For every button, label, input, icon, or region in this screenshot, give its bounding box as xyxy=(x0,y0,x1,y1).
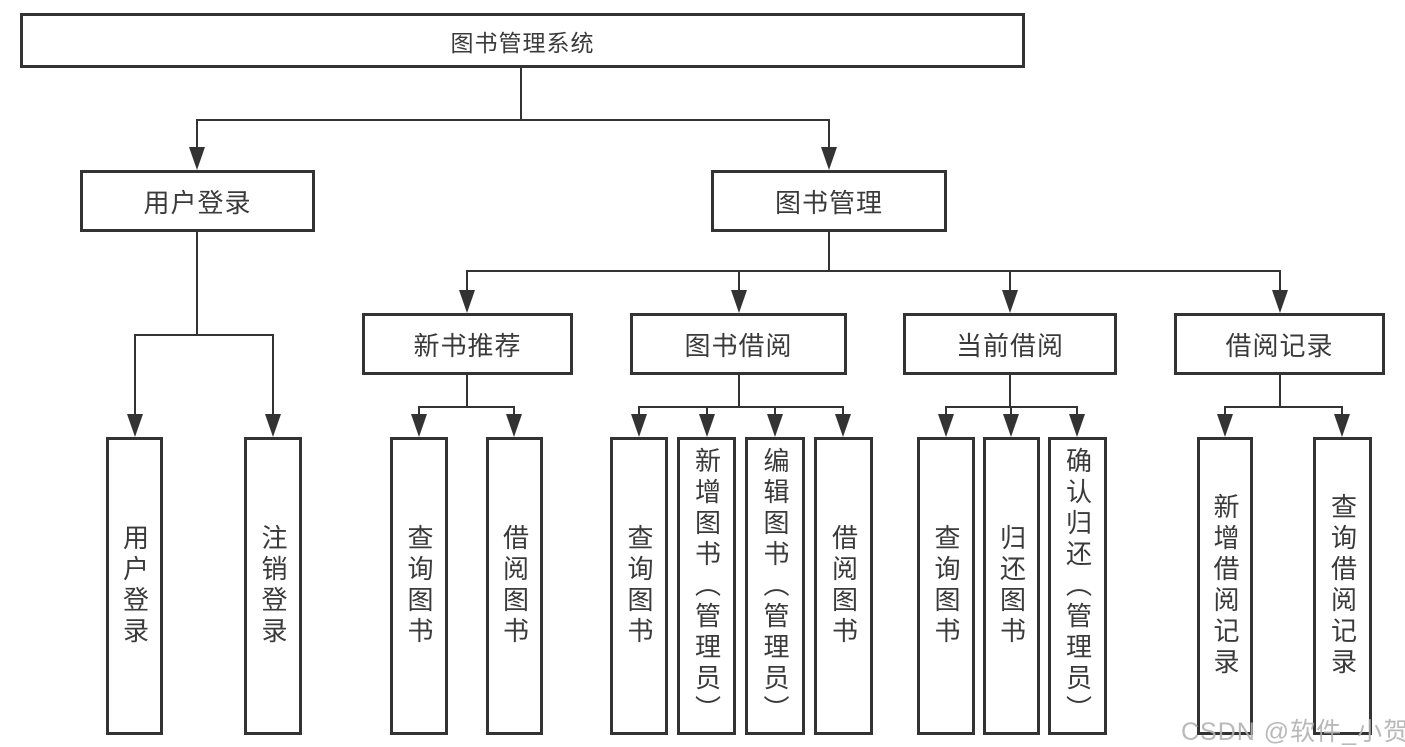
node-leaf-add-borrow-record: 新增借阅记录 xyxy=(1197,437,1253,735)
connector-line xyxy=(1223,407,1227,419)
node-leaf-return-books: 归还图书 xyxy=(983,437,1040,735)
connector-arrowhead xyxy=(1216,414,1233,437)
node-new-book-recommend: 新书推荐 xyxy=(362,313,573,375)
node-book-management: 图书管理 xyxy=(711,170,947,232)
connector-arrowhead xyxy=(1002,414,1019,437)
connector-line xyxy=(637,405,845,409)
leaf-label: 用户登录 xyxy=(119,524,150,648)
node-book-borrow: 图书借阅 xyxy=(630,313,847,375)
connector-arrowhead xyxy=(730,290,747,313)
connector-arrowhead xyxy=(698,414,715,437)
node-user-login: 用户登录 xyxy=(80,170,315,232)
connector-line xyxy=(737,375,741,409)
node-current-borrow: 当前借阅 xyxy=(903,313,1117,375)
connector-line xyxy=(827,120,831,152)
leaf-label: 借阅图书 xyxy=(499,524,530,648)
connector-line xyxy=(1075,407,1079,419)
connector-line xyxy=(1008,271,1012,295)
connector-line xyxy=(417,407,421,419)
node-leaf-user-login: 用户登录 xyxy=(106,437,163,735)
connector-arrowhead xyxy=(126,414,143,437)
connector-arrowhead xyxy=(937,414,954,437)
connector-arrowhead xyxy=(820,147,837,170)
connector-line xyxy=(195,120,199,152)
connector-line xyxy=(637,407,641,419)
connector-arrowhead xyxy=(766,414,783,437)
connector-line xyxy=(417,405,516,409)
connector-arrowhead xyxy=(630,414,647,437)
leaf-label: 查询图书 xyxy=(404,524,434,648)
leaf-label: 新增借阅记录 xyxy=(1210,493,1240,679)
node-leaf-borrow-books: 借阅图书 xyxy=(486,437,543,735)
connector-arrowhead xyxy=(834,414,851,437)
connector-line xyxy=(1223,405,1344,409)
connector-line xyxy=(195,118,831,122)
leaf-label: 查询借阅记录 xyxy=(1327,493,1358,679)
connector-arrowhead xyxy=(410,414,427,437)
leaf-label: 查询图书 xyxy=(624,524,654,648)
node-leaf-logout: 注销登录 xyxy=(244,437,302,735)
node-leaf-query-books-2: 查询图书 xyxy=(610,437,668,735)
leaf-label: 借阅图书 xyxy=(828,524,859,648)
connector-arrowhead xyxy=(1333,414,1350,437)
connector-line xyxy=(519,68,523,122)
connector-line xyxy=(1278,375,1282,409)
connector-line xyxy=(827,232,831,273)
leaf-label: 查询图书 xyxy=(931,524,961,648)
node-leaf-query-books: 查询图书 xyxy=(390,437,448,735)
connector-arrowhead xyxy=(264,414,281,437)
connector-arrowhead xyxy=(505,414,522,437)
connector-line xyxy=(1009,407,1013,419)
node-root-system: 图书管理系统 xyxy=(20,13,1025,68)
connector-line xyxy=(705,407,709,419)
connector-line xyxy=(195,232,199,337)
leaf-label: 新增图书（管理员） xyxy=(691,446,722,726)
node-leaf-add-books-admin: 新增图书（管理员） xyxy=(677,437,736,735)
connector-line xyxy=(465,271,469,295)
connector-line xyxy=(841,407,845,419)
connector-line xyxy=(773,407,777,419)
node-leaf-query-books-3: 查询图书 xyxy=(917,437,975,735)
connector-line xyxy=(1008,375,1012,409)
connector-line xyxy=(133,333,275,337)
connector-line xyxy=(465,269,1282,273)
watermark: CSDN @软件_小贺同学 xyxy=(1181,718,1405,746)
leaf-label: 编辑图书（管理员） xyxy=(760,446,790,726)
connector-line xyxy=(133,335,137,419)
connector-arrowhead xyxy=(1068,414,1085,437)
leaf-label: 归还图书 xyxy=(996,524,1027,648)
node-borrow-record: 借阅记录 xyxy=(1174,313,1385,375)
connector-line xyxy=(1278,271,1282,295)
leaf-label: 注销登录 xyxy=(258,524,288,648)
node-leaf-confirm-return-admin: 确认归还（管理员） xyxy=(1048,437,1107,735)
connector-arrowhead xyxy=(458,290,475,313)
node-leaf-query-borrow-record: 查询借阅记录 xyxy=(1313,437,1372,735)
connector-arrowhead xyxy=(1001,290,1018,313)
connector-line xyxy=(465,375,469,409)
connector-arrowhead xyxy=(1271,290,1288,313)
connector-line xyxy=(944,407,948,419)
connector-line xyxy=(1340,407,1344,419)
node-leaf-edit-books-admin: 编辑图书（管理员） xyxy=(745,437,805,735)
connector-line xyxy=(737,271,741,295)
node-leaf-borrow-books-2: 借阅图书 xyxy=(814,437,873,735)
connector-arrowhead xyxy=(188,147,205,170)
connector-line xyxy=(271,335,275,419)
connector-line xyxy=(512,407,516,419)
leaf-label: 确认归还（管理员） xyxy=(1062,446,1093,726)
